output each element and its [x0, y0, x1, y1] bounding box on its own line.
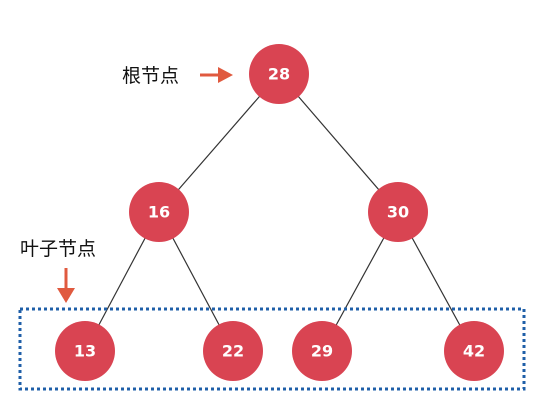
node-leaf-4-value: 42	[463, 342, 485, 361]
node-leaf-3: 29	[292, 321, 352, 381]
node-leaf-4: 42	[444, 321, 504, 381]
node-root: 28	[249, 44, 309, 104]
node-leaf-2-value: 22	[222, 342, 244, 361]
leaf-nodes-label: 叶子节点	[20, 238, 96, 260]
leaf-arrow-icon	[57, 268, 75, 303]
node-leaf-2: 22	[203, 321, 263, 381]
edge-28-30	[278, 73, 399, 213]
node-left-child-value: 16	[148, 203, 170, 222]
node-leaf-1: 13	[55, 321, 115, 381]
node-leaf-1-value: 13	[74, 342, 96, 361]
node-left-child: 16	[129, 182, 189, 242]
node-leaf-3-value: 29	[311, 342, 333, 361]
leaf-nodes-box	[18, 307, 526, 391]
root-arrow-icon	[200, 67, 233, 83]
node-right-child-value: 30	[387, 203, 409, 222]
root-node-label: 根节点	[122, 65, 179, 87]
node-right-child: 30	[368, 182, 428, 242]
node-root-value: 28	[268, 65, 290, 84]
edge-28-16	[158, 73, 280, 213]
